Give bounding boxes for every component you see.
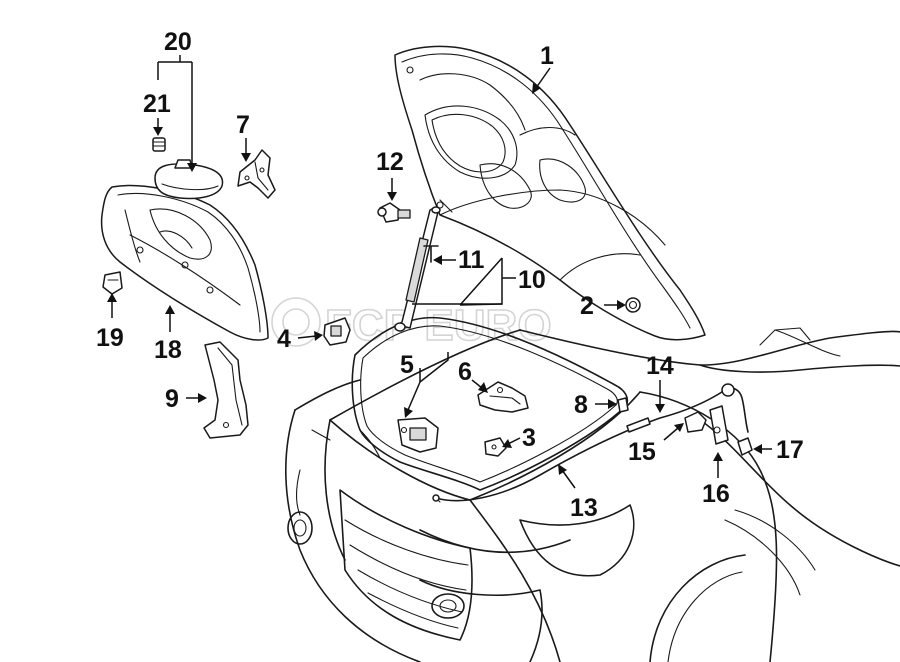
insulator-retainer [102, 271, 123, 295]
callout-11: 11 [458, 246, 485, 274]
insulator-pad [100, 184, 269, 341]
cable-guide [684, 411, 707, 433]
callout-2: 2 [580, 292, 594, 320]
callout-10: 10 [518, 266, 546, 294]
callout-13: 13 [570, 494, 598, 522]
callout-16: 16 [702, 480, 730, 508]
latch-bracket [484, 437, 507, 457]
strut-clip [423, 245, 439, 263]
handle-clip [737, 437, 753, 456]
callout-12: 12 [376, 148, 404, 176]
hood-latch [397, 417, 439, 453]
release-handle [709, 383, 749, 445]
hood-panel [394, 45, 706, 341]
side-bracket [203, 341, 249, 439]
leader-lines [107, 55, 772, 489]
callout-19: 19 [96, 324, 124, 352]
cable-sleeve [626, 417, 651, 433]
seal-clip [617, 397, 629, 413]
callout-9: 9 [165, 385, 179, 413]
callout-21: 21 [143, 90, 171, 118]
callout-8: 8 [574, 391, 588, 419]
callout-3: 3 [522, 424, 536, 452]
washer-nozzle [152, 137, 166, 152]
callout-17: 17 [776, 436, 804, 464]
callout-7: 7 [236, 111, 250, 139]
hinge-bracket [323, 317, 351, 346]
callout-20: 20 [164, 28, 192, 56]
vehicle-front-body [284, 327, 900, 662]
bumper-stop [625, 297, 641, 313]
support-strut [394, 206, 441, 332]
ball-stud [377, 202, 411, 223]
callout-15: 15 [628, 438, 656, 466]
callout-6: 6 [458, 358, 472, 386]
release-cable [432, 389, 726, 503]
callout-5: 5 [400, 351, 414, 379]
hood-hinge [237, 149, 276, 199]
callout-labels: 1 2 3 4 5 6 7 8 9 10 11 12 13 14 15 16 1… [96, 28, 804, 522]
callout-18: 18 [154, 336, 182, 364]
hood-seal [351, 316, 629, 491]
callout-1: 1 [540, 42, 554, 70]
callout-4: 4 [277, 325, 291, 353]
washer-reservoir [154, 159, 224, 200]
safety-catch [477, 381, 529, 413]
callout-14: 14 [646, 352, 674, 380]
